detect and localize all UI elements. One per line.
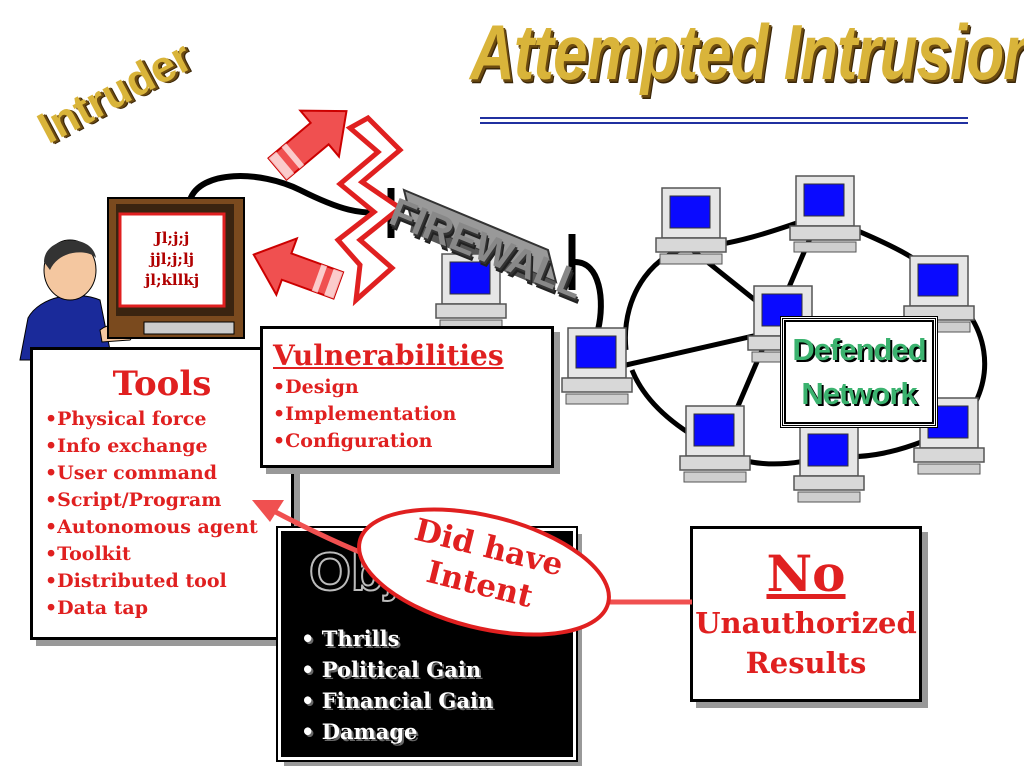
vulnerabilities-item: •Implementation [273, 403, 457, 425]
objectives-item: • Damage [301, 719, 418, 744]
deflect-arrow-up-icon [267, 109, 348, 182]
computer-icon [793, 425, 865, 503]
title-rule [480, 117, 968, 124]
vulnerabilities-panel: Vulnerabilities •Design •Implementation … [260, 326, 554, 468]
lightning-bolt-icon [334, 114, 405, 307]
tools-item: •Physical force [45, 408, 207, 430]
tools-item: •Info exchange [45, 435, 208, 457]
tools-list: •Physical force •Info exchange •User com… [33, 406, 291, 622]
computer-icon [747, 285, 819, 363]
tools-item: •Script/Program [45, 489, 222, 511]
computer-icon [903, 255, 975, 333]
tools-item: •Autonomous agent [45, 516, 258, 538]
objectives-list: • Thrills • Political Gain • Financial G… [301, 623, 493, 747]
computer-icon [655, 187, 727, 265]
monitor-screen-text: Jl;j;j jjl;j;lj jl;kllkj [124, 228, 220, 291]
vulnerabilities-item: •Configuration [273, 430, 433, 452]
computer-icon [789, 175, 861, 253]
network-label-line: Defended [792, 332, 926, 367]
page-title: Attempted Intrusion [470, 10, 1024, 97]
result-panel: No Unauthorized Results [690, 526, 922, 702]
vulnerabilities-heading: Vulnerabilities [273, 339, 504, 372]
computer-icon [679, 405, 751, 483]
tools-item: •Distributed tool [45, 570, 227, 592]
intruder-cable [187, 173, 391, 216]
screen-line: Jl;j;j [154, 229, 190, 247]
firewall-cable [574, 259, 604, 331]
defended-network-label: Defended Network [781, 317, 937, 427]
objectives-item: • Financial Gain [301, 688, 494, 713]
computer-icon [435, 253, 507, 331]
computer-icon [561, 327, 633, 405]
result-headline: No [766, 544, 846, 603]
result-line: Results [745, 646, 867, 680]
intruder-monitor-icon [107, 197, 245, 339]
tools-item: •Toolkit [45, 543, 131, 565]
result-line: Unauthorized [695, 606, 917, 640]
screen-line: jl;kllkj [144, 271, 200, 289]
tools-panel: Tools •Physical force •Info exchange •Us… [30, 347, 294, 640]
network-label-line: Network [801, 376, 917, 411]
deflect-arrow-down-icon [252, 236, 345, 300]
tools-item: •Data tap [45, 597, 149, 619]
vulnerabilities-item: •Design [273, 376, 359, 398]
screen-line: jjl;j;lj [149, 250, 195, 268]
tools-item: •User command [45, 462, 217, 484]
vulnerabilities-list: •Design •Implementation •Configuration [263, 374, 551, 455]
tools-heading: Tools [112, 364, 212, 404]
objectives-item: • Political Gain [301, 657, 482, 682]
